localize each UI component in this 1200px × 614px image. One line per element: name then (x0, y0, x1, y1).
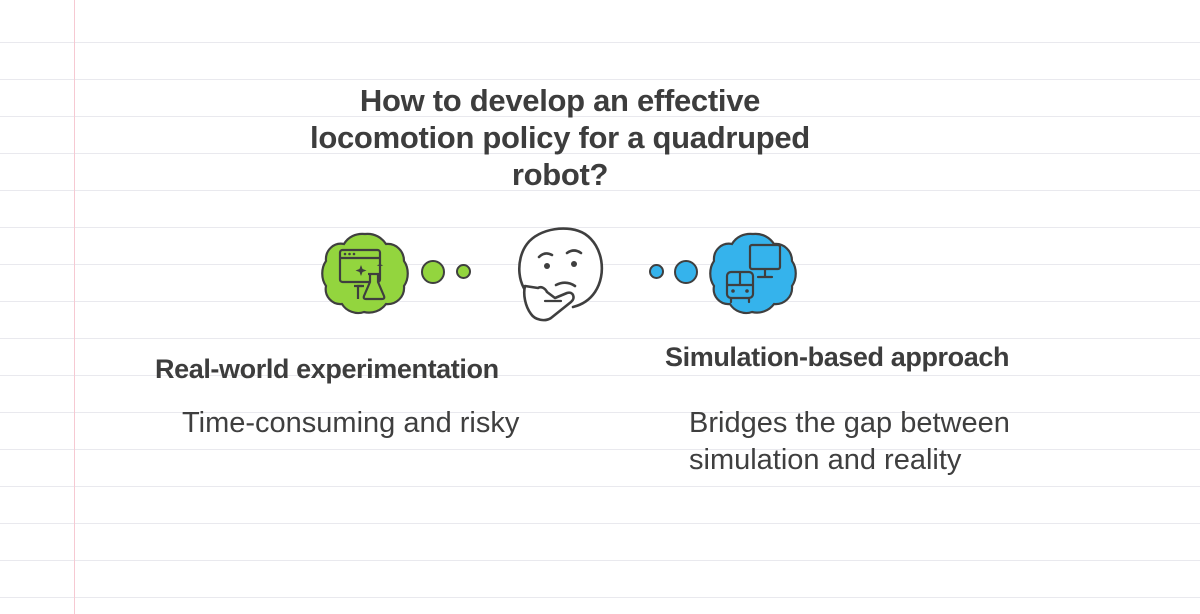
notebook-margin-line (74, 0, 75, 614)
monitor-vehicle-simulation-icon (709, 232, 797, 315)
option-description-real-world: Time-consuming and risky (182, 407, 520, 439)
connector-dot-large-left (421, 260, 445, 284)
connector-dot-small-right (649, 264, 664, 279)
option-description-simulation: Bridges the gap between simulation and r… (689, 407, 1010, 476)
option-title-simulation: Simulation-based approach (665, 342, 1010, 372)
connector-dot-small-left (456, 264, 471, 279)
diagram-title: How to develop an effective locomotion p… (310, 83, 810, 192)
browser-lab-flask-icon (321, 232, 409, 315)
option-title-real-world: Real-world experimentation (155, 354, 499, 384)
thinking-face-icon (517, 227, 604, 322)
connector-dot-large-right (674, 260, 698, 284)
